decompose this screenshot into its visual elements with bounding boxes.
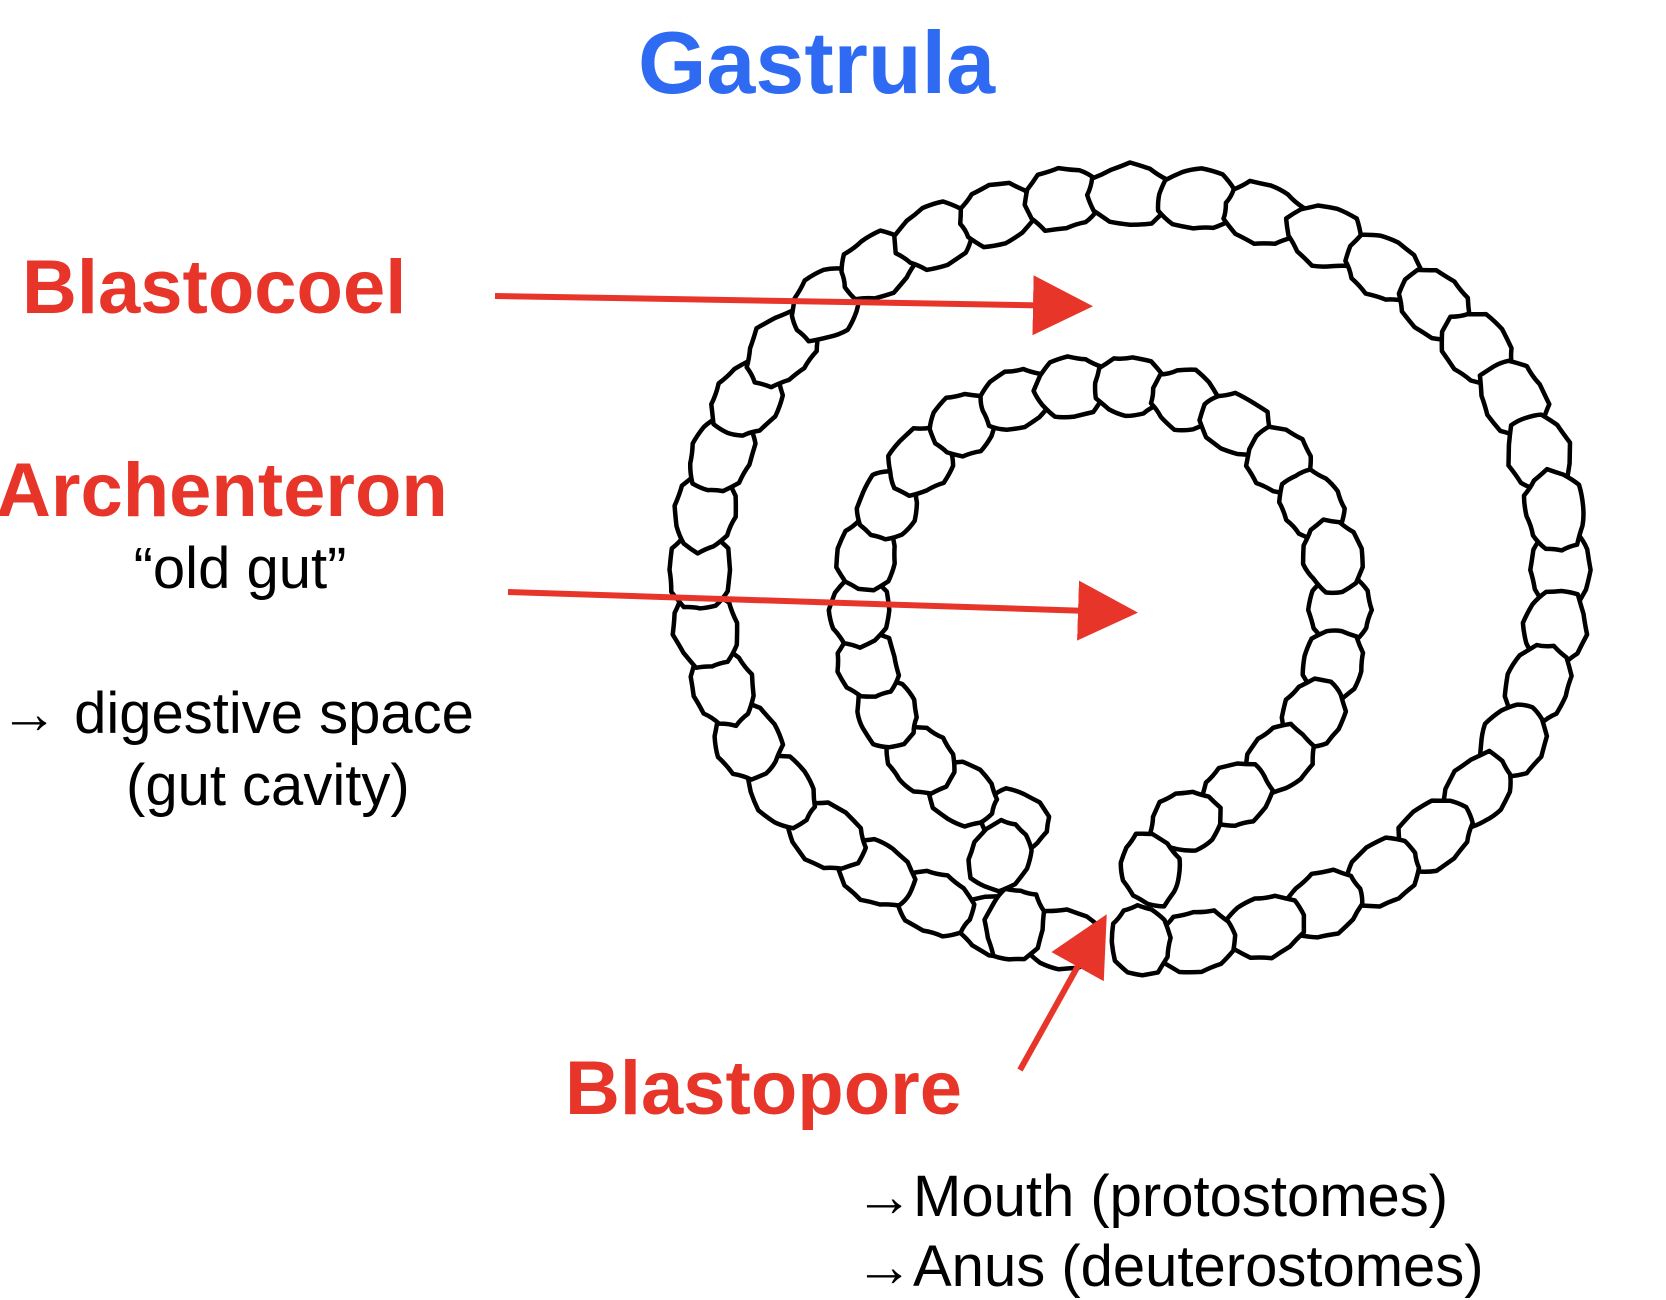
cell bbox=[927, 391, 999, 459]
blastopore-arrow bbox=[1017, 914, 1107, 1072]
cell bbox=[1300, 517, 1365, 596]
cell bbox=[1283, 203, 1368, 269]
blastopore-fate-anus: →Anus (deuterostomes) bbox=[855, 1234, 1484, 1299]
blastocoel-label: Blastocoel bbox=[22, 245, 407, 330]
archenteron-fate-digestive: → digestive space bbox=[0, 681, 474, 746]
cell bbox=[1109, 902, 1173, 978]
cell bbox=[1220, 893, 1307, 961]
cell bbox=[1031, 354, 1109, 420]
cell bbox=[982, 886, 1047, 962]
cell bbox=[667, 526, 733, 611]
archenteron-fate-gut-cavity: (gut cavity) bbox=[126, 753, 410, 818]
blastocoel-arrow bbox=[494, 275, 1093, 336]
archenteron-label: Archenteron bbox=[0, 448, 448, 533]
cell bbox=[892, 199, 976, 273]
cell bbox=[1157, 908, 1238, 975]
page-title: Gastrula bbox=[637, 13, 996, 112]
cell bbox=[1221, 178, 1306, 247]
cell bbox=[966, 817, 1034, 894]
cell bbox=[1148, 789, 1223, 853]
cell bbox=[1022, 165, 1103, 234]
cell bbox=[1092, 355, 1169, 419]
archenteron-note: “old gut” bbox=[133, 536, 347, 601]
cell bbox=[978, 366, 1054, 432]
cell bbox=[1343, 835, 1422, 909]
cell bbox=[1155, 166, 1239, 231]
blastopore-label: Blastopore bbox=[565, 1046, 962, 1131]
cell bbox=[1118, 831, 1183, 909]
cell bbox=[895, 868, 977, 939]
cell bbox=[1521, 466, 1586, 553]
cell-layer bbox=[667, 160, 1593, 978]
cell bbox=[1084, 160, 1176, 227]
blastopore-fate-mouth: →Mouth (protostomes) bbox=[855, 1164, 1449, 1229]
archenteron-arrow bbox=[507, 580, 1138, 641]
cell bbox=[957, 180, 1037, 250]
